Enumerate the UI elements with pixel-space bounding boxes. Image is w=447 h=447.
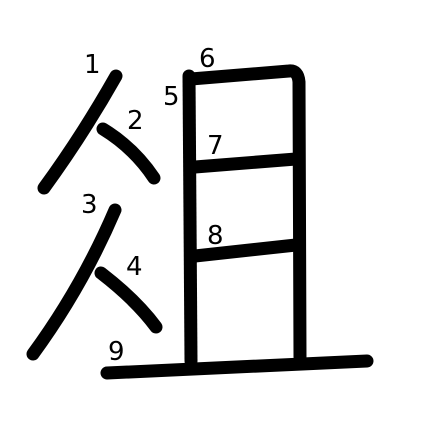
stroke-number-8: 8 — [207, 221, 224, 251]
stroke-number-2: 2 — [127, 106, 144, 136]
stroke-numbers: 1 2 3 4 5 6 7 8 9 — [81, 44, 224, 367]
stroke-number-4: 4 — [126, 252, 143, 282]
stroke-3 — [26, 203, 122, 361]
stroke-6 — [184, 64, 307, 364]
stroke-8 — [188, 238, 303, 263]
stroke-7 — [188, 152, 303, 174]
stroke-number-3: 3 — [81, 190, 98, 220]
stroke-1 — [37, 69, 123, 195]
stroke-number-6: 6 — [199, 44, 216, 74]
stroke-number-1: 1 — [84, 50, 101, 80]
stroke-9 — [100, 354, 374, 380]
stroke-number-7: 7 — [207, 131, 224, 161]
stroke-2 — [96, 122, 161, 185]
strokes — [26, 64, 374, 380]
stroke-number-9: 9 — [108, 337, 125, 367]
stroke-number-5: 5 — [163, 82, 180, 112]
stroke-5 — [182, 69, 198, 368]
stroke-4 — [94, 266, 163, 334]
